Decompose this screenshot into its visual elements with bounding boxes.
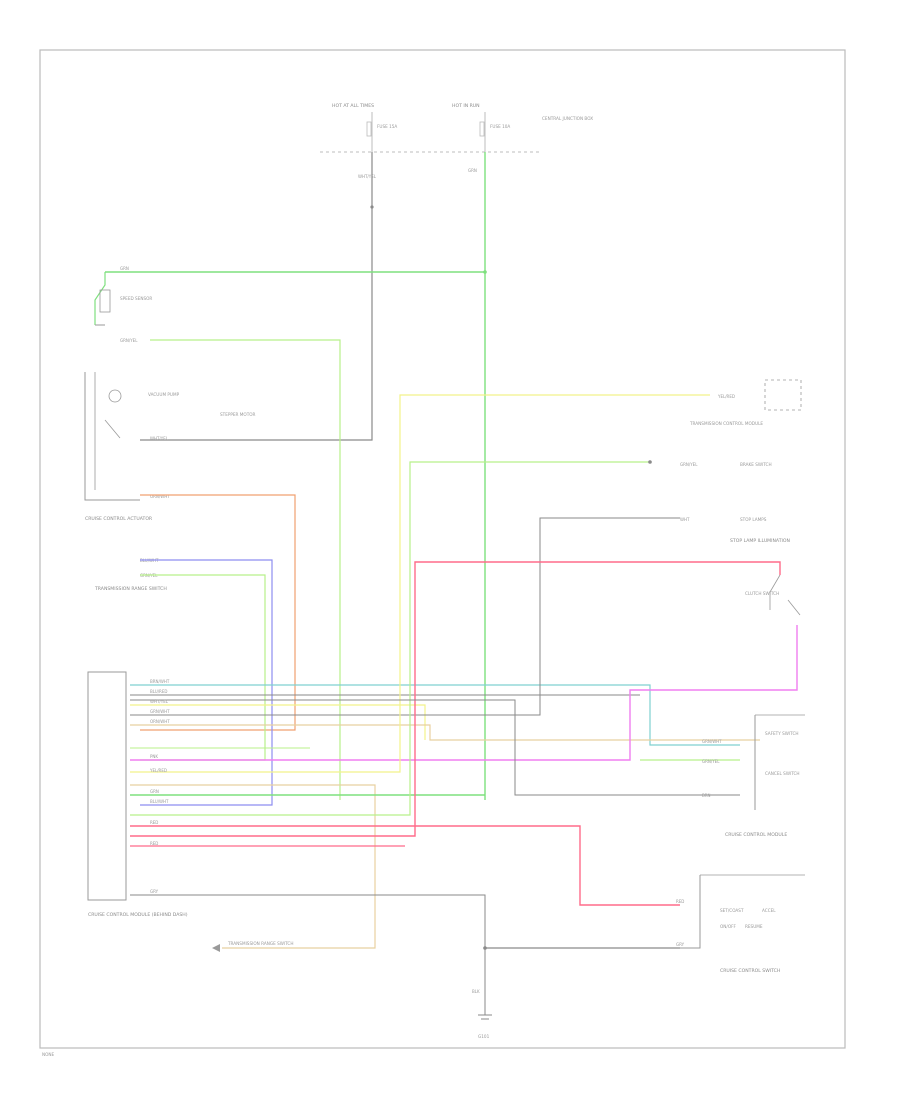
gnd-wire-tag: BLK [472,989,480,994]
cruise-control-actuator-label: CRUISE CONTROL ACTUATOR [85,516,153,522]
stop-lamps-label: STOP LAMPS [740,517,767,522]
central-junction-label: CENTRAL JUNCTION BOX [542,116,593,121]
stop-lamp-illum-label: STOP LAMP ILLUMINATION [730,538,790,544]
on-off-label: ON/OFF [720,924,737,929]
clutch-switch-label: CLUTCH SWITCH [745,591,779,596]
ss-tag-3: BRN [702,793,711,798]
wire-label-wht-yel-vac: WHT/YEL [150,436,169,441]
wire-label-grn-yel: GRN/YEL [120,338,138,343]
clutch-module-label: CRUISE CONTROL MODULE [725,832,787,838]
wire-gray-brake [130,517,680,716]
ss-tag-1: GRN/WHT [702,739,722,744]
wire-magenta [130,625,798,761]
mod-tag-5: ORN/WHT [150,719,170,724]
set-coast-label: SET/COAST [720,908,744,913]
fuse-15a-label: FUSE 15A [377,124,397,129]
mod-tag-3: WHT/YEL [150,699,169,704]
brake-wire-tag: GRN/YEL [680,462,698,467]
wire-label-grn: GRN [120,266,129,271]
safety-switch-label: SAFETY SWITCH [765,731,799,736]
wire-yellow-tcm [130,394,710,773]
wire-label-grn-top: GRN [468,168,477,173]
tcm-label: TRANSMISSION CONTROL MODULE [689,421,763,426]
wire-gray-fuse1 [140,152,373,441]
mod-tag-9: BLU/WHT [150,799,169,804]
mod-tag-4: GRN/WHT [150,709,170,714]
cruise-switch-label: CRUISE CONTROL SWITCH [720,968,780,974]
footer-label: NONE [42,1052,55,1057]
ground-symbol: BLK G101 [472,980,492,1039]
wire-teal [130,684,740,746]
mod-tag-10: RED [150,820,158,825]
wire-red-brake [130,561,781,837]
wire-label-wht-yel-top: WHT/YEL [358,174,377,179]
wire-yellow-green [140,574,266,761]
cancel-switch-label: CANCEL SWITCH [765,771,800,776]
mod-tag-1: BRN/WHT [150,679,170,684]
transmission-control-module: YEL/RED TRANSMISSION CONTROL MODULE [689,379,802,426]
trs-connector: TRANSMISSION RANGE SWITCH [212,941,294,952]
mod-tag-6: PNK [150,754,158,759]
module-label: CRUISE CONTROL MODULE (BEHIND DASH) [88,912,188,918]
mod-tag-11: RED [150,841,158,846]
hot-run-label: HOT IN RUN [452,103,480,109]
wire-yellow-a [130,704,426,740]
tcm-wire-tag: YEL/RED [717,394,735,399]
accel-label: ACCEL [762,908,776,913]
stop-wire-tag: WHT [680,517,690,522]
cruise-control-switch: SET/COAST ACCEL ON/OFF RESUME CRUISE CON… [676,874,805,974]
ss-tag-2: GRN/YEL [702,759,720,764]
resume-label: RESUME [745,924,763,929]
vacuum-pump-label: VACUUM PUMP [148,392,180,397]
trs-connector-label: TRANSMISSION RANGE SWITCH [227,941,294,946]
wire-tan-trs [130,784,376,949]
mod-tag-8: GRN [150,789,159,794]
cruise-control-module: CRUISE CONTROL MODULE (BEHIND DASH) [87,671,188,918]
wire-label-orn-wht: ORN/WHT [150,494,170,499]
diagram-border [39,49,846,1049]
brake-switch-label: BRAKE SWITCH [740,462,772,467]
wire-gray-clutch [130,699,740,796]
cs-tag-2: GRY [676,942,685,947]
transmission-range-label: TRANSMISSION RANGE SWITCH [94,586,167,592]
wire-gray-gnd [130,894,486,980]
brake-pedal-switch: CLUTCH SWITCH [745,574,801,616]
hot-all-times-label: HOT AT ALL TIMES [332,103,374,109]
mod-tag-12: GRY [150,889,159,894]
wire-blue [140,559,273,806]
wire-orange [140,494,296,731]
wire-tan [130,724,760,741]
fuse-block: HOT AT ALL TIMES HOT IN RUN FUSE 15A FUS… [320,103,593,179]
ground-label: G101 [478,1034,490,1039]
wire-ltgrn-vac [130,461,650,816]
wire-red-switch [130,825,680,906]
speed-sensor-label: SPEED SENSOR [120,296,152,301]
safety-switch-block: SAFETY SWITCH CANCEL SWITCH GRN/WHT GRN/… [702,714,805,838]
brake-switch: GRN/YEL BRAKE SWITCH WHT STOP LAMPS STOP… [648,460,790,544]
speed-sensor: SPEED SENSOR GRN/YEL [94,272,152,343]
fuse-10a-label: FUSE 10A [490,124,510,129]
cs-tag-1: RED [676,899,684,904]
mod-tag-7: YEL/RED [149,768,167,773]
wire-light-green-speed [150,339,341,800]
vacuum-pump: VACUUM PUMP STEPPER MOTOR WHT/YEL ORN/WH… [84,372,256,522]
stepper-motor-label: STEPPER MOTOR [220,412,256,417]
mod-tag-2: BLU/RED [150,689,167,694]
